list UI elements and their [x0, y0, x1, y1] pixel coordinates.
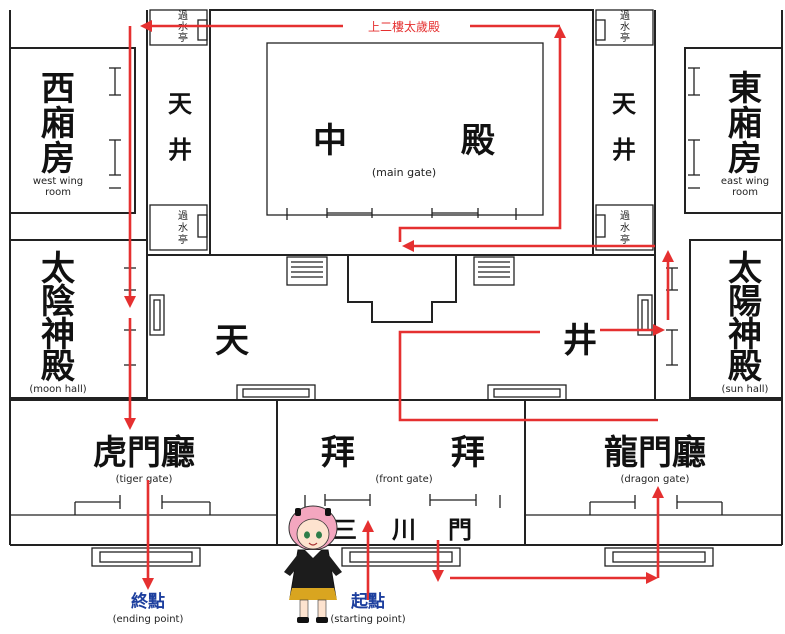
front-gate-en: (front gate) — [375, 474, 432, 485]
starting-point-cn: 起點 — [350, 591, 385, 612]
west-wing-room — [9, 47, 136, 214]
east-wing-en-2: room — [732, 187, 758, 198]
left-skywell-tian: 天 — [168, 90, 192, 118]
east-wing-room — [684, 47, 783, 214]
main-hall-inner — [266, 42, 544, 216]
dragon-gate-label: 龍門廳 — [604, 433, 706, 473]
pavilion-char: 過 — [620, 210, 630, 222]
main-gate-right-char: 殿 — [461, 121, 495, 161]
ending-point-en: (ending point) — [113, 614, 184, 625]
right-skywell-tian: 天 — [612, 90, 636, 118]
main-gate-en: (main gate) — [372, 166, 436, 179]
pavilion-char: 過 — [178, 210, 188, 222]
west-wing-en: west wing — [33, 176, 83, 187]
pavilion-char: 水 — [620, 222, 630, 234]
sun-hall-label: 太 陽 神 殿 (sun hall) — [722, 249, 769, 395]
tiger-gate-en: (tiger gate) — [116, 474, 173, 485]
ending-point-cn: 終點 — [131, 591, 165, 612]
sun-hall-en: (sun hall) — [722, 384, 769, 395]
courtyard-jing: 井 — [563, 321, 597, 361]
route-through-main — [398, 36, 562, 242]
left-skywell-jing: 井 — [168, 136, 192, 164]
pavilion-char: 亭 — [178, 233, 188, 246]
pavilion-char: 過 — [620, 10, 630, 22]
moon-hall-label: 太 陰 神 殿 (moon hall) — [29, 249, 86, 395]
pavilion-bottom-left: 過 水 亭 — [178, 210, 188, 246]
east-wing-char: 廂 — [728, 104, 762, 144]
sun-hall-char: 殿 — [728, 347, 762, 387]
pavilion-char: 過 — [178, 10, 188, 22]
moon-hall-char: 殿 — [41, 347, 75, 387]
pavilion-char: 亭 — [620, 233, 630, 246]
pavilion-char: 亭 — [620, 31, 630, 44]
east-wing-en: east wing — [721, 176, 769, 187]
moon-hall-en: (moon hall) — [29, 384, 86, 395]
moon-hall-char: 陰 — [41, 282, 75, 322]
moon-hall-room — [9, 239, 148, 399]
tiger-gate-label: 虎門廳 — [93, 433, 195, 473]
pavilion-char: 亭 — [178, 31, 188, 44]
san-chuan-men: 門 — [448, 516, 472, 544]
route-courtyard — [398, 330, 658, 422]
sun-hall-char: 太 — [728, 249, 762, 289]
top-route-label: 上二樓太歲殿 — [368, 19, 440, 34]
sun-hall-room — [689, 239, 783, 399]
dragon-gate-en: (dragon gate) — [621, 474, 690, 485]
courtyard-tian: 天 — [215, 321, 249, 361]
route-path: 上二樓太歲殿 — [124, 19, 674, 600]
west-wing-en-2: room — [45, 187, 71, 198]
moon-hall-char: 太 — [41, 249, 75, 289]
pavilion-char: 水 — [178, 222, 188, 234]
pavilion-bottom-right: 過 水 亭 — [620, 210, 630, 246]
pavilion-top-right: 過 水 亭 — [620, 10, 630, 44]
starting-point-en: (starting point) — [330, 614, 405, 625]
east-wing-label: 東 廂 房 east wing room — [721, 69, 769, 198]
main-gate-left-char: 中 — [313, 121, 347, 161]
moon-hall-char: 神 — [41, 315, 75, 355]
front-gate-right-char: 拜 — [451, 433, 485, 473]
anime-character — [284, 505, 342, 623]
west-wing-char: 廂 — [41, 104, 75, 144]
east-wing-char: 東 — [728, 69, 762, 109]
san-chuan-chuan: 川 — [392, 516, 416, 544]
east-wing-char: 房 — [728, 139, 762, 179]
west-wing-char: 房 — [41, 139, 75, 179]
sun-hall-char: 神 — [728, 315, 762, 355]
sun-hall-char: 陽 — [728, 282, 762, 322]
west-wing-label: 西 廂 房 west wing room — [33, 69, 83, 198]
west-wing-char: 西 — [41, 69, 75, 109]
front-gate-left-char: 拜 — [321, 433, 355, 473]
pavilion-char: 水 — [620, 21, 630, 33]
door-marks — [74, 67, 723, 515]
right-skywell-jing: 井 — [612, 136, 636, 164]
